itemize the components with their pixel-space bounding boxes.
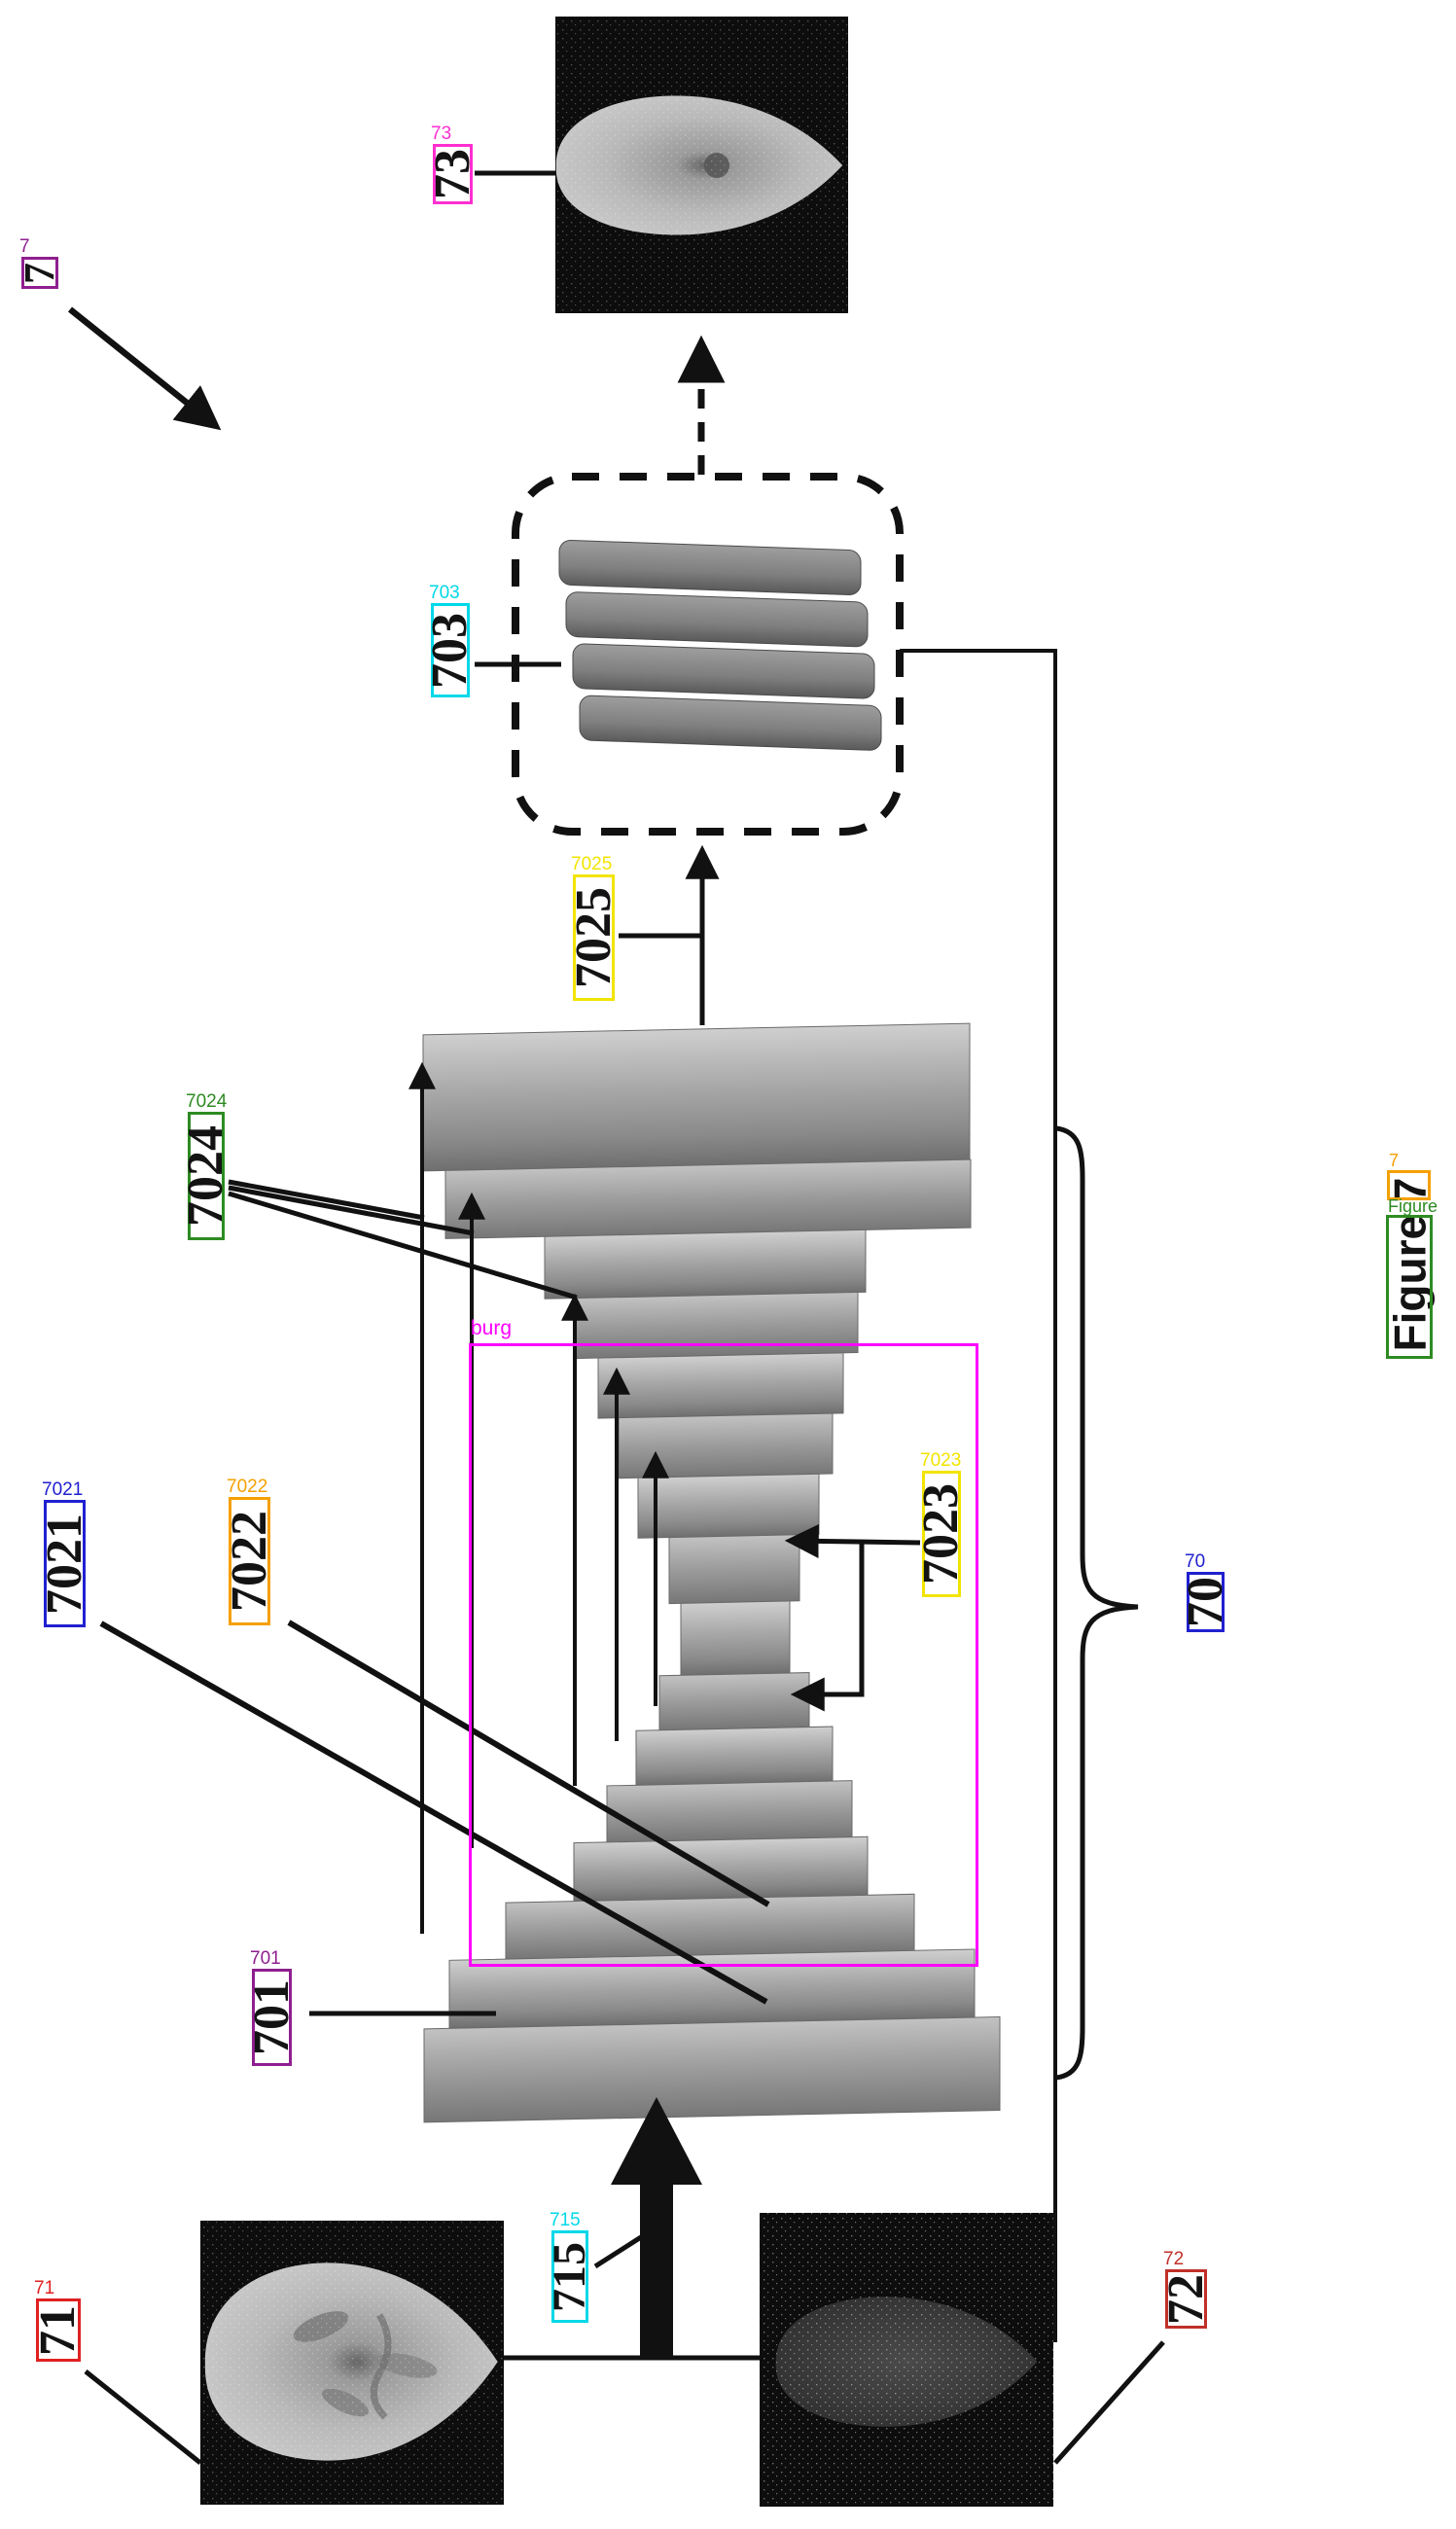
- annotation-tag: 7023: [920, 1451, 961, 1470]
- input-arrow: [611, 2097, 702, 2358]
- annotation-box: 7025: [573, 874, 615, 1001]
- reference-numeral: 701: [247, 1979, 298, 2055]
- conn-71: [86, 2371, 200, 2463]
- annotation-box: 7022: [229, 1497, 270, 1625]
- reference-numeral: 72: [1161, 2274, 1212, 2325]
- conn-715: [595, 2237, 641, 2266]
- annotation-ref-71: 71 71: [36, 2298, 81, 2362]
- annotation-tag: 7024: [186, 1092, 227, 1111]
- annotation-ref-73: 73 73: [433, 144, 473, 204]
- annotation-tag: 73: [431, 125, 451, 143]
- annotation-box: 72: [1165, 2269, 1207, 2329]
- reference-numeral: 7024: [181, 1125, 231, 1227]
- ref7-pointer-arrow: [70, 309, 216, 426]
- reference-numeral: 7025: [569, 887, 620, 988]
- annotation-box: 7021: [44, 1500, 86, 1627]
- annotation-box: 70: [1187, 1572, 1225, 1632]
- reference-numeral: 703: [425, 613, 476, 689]
- caption-number-tag: 7: [1389, 1152, 1399, 1169]
- reference-numeral: 7022: [225, 1511, 275, 1612]
- feature-map-plates: [559, 540, 881, 751]
- annotation-tag: 71: [34, 2279, 54, 2297]
- annotation-tag: 7: [19, 237, 30, 256]
- annotation-ref-701: 701 701: [252, 1969, 292, 2066]
- reference-numeral: 7: [18, 263, 61, 284]
- annotation-ref-7: 7 7: [21, 257, 58, 289]
- annotation-ref-7021: 7021 7021: [44, 1500, 86, 1627]
- annotation-ref-715: 715 715: [551, 2230, 588, 2323]
- annotation-tag: 7025: [571, 855, 612, 873]
- annotation-box: 7023: [922, 1471, 961, 1597]
- annotation-tag: 7022: [227, 1478, 267, 1496]
- label-image-72: [760, 2213, 1053, 2507]
- fan-7024-b: [229, 1188, 474, 1233]
- annotation-ref-7024: 7024 7024: [188, 1112, 225, 1240]
- detected-region-tag: burg: [471, 1318, 512, 1338]
- annotation-tag: 715: [550, 2211, 581, 2229]
- annotation-ref-72: 72 72: [1165, 2269, 1207, 2329]
- feature-map-box: [515, 477, 900, 832]
- annotation-tag: 701: [250, 1949, 281, 1968]
- annotation-tag: 703: [429, 584, 460, 602]
- annotation-tag: 7021: [42, 1480, 83, 1499]
- input-image-71: [200, 2221, 504, 2505]
- annotation-tag: 72: [1163, 2250, 1184, 2268]
- caption-word-box: [1386, 1215, 1433, 1359]
- annotation-ref-7022: 7022 7022: [229, 1497, 270, 1625]
- brace-70: [1056, 1128, 1138, 2078]
- annotation-ref-70: 70 70: [1187, 1572, 1225, 1632]
- reference-numeral: 715: [547, 2242, 593, 2312]
- annotation-box: 701: [252, 1969, 292, 2066]
- detected-region-box: [469, 1343, 978, 1967]
- annotation-box: 7: [21, 257, 58, 289]
- reference-numeral: 71: [33, 2305, 84, 2356]
- reference-numeral: 7021: [40, 1514, 90, 1615]
- reference-numeral: 7023: [916, 1483, 967, 1585]
- reference-numeral: 70: [1181, 1577, 1231, 1627]
- annotation-box: 703: [431, 603, 470, 697]
- caption-word-tag: Figure: [1388, 1197, 1438, 1215]
- annotation-box: 71: [36, 2298, 81, 2362]
- annotation-box: 7024: [188, 1112, 225, 1240]
- annotation-ref-7025: 7025 7025: [573, 874, 615, 1001]
- annotation-tag: 70: [1185, 1552, 1205, 1571]
- annotation-ref-703: 703 703: [431, 603, 470, 697]
- annotation-ref-7023: 7023 7023: [922, 1471, 961, 1597]
- reference-numeral: 73: [428, 149, 479, 199]
- conn-72: [1055, 2342, 1163, 2463]
- annotation-box: 73: [433, 144, 473, 204]
- output-image-73: [555, 17, 848, 313]
- annotation-box: 715: [551, 2230, 588, 2323]
